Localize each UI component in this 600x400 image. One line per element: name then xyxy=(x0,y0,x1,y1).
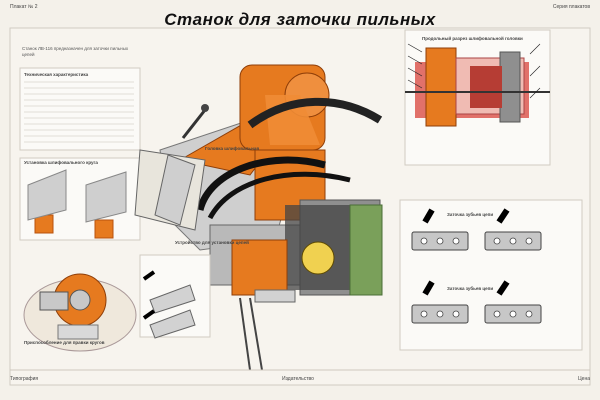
zone-right-b: Заточка зубьев цепи xyxy=(447,286,494,291)
callout-b: Устройство для установки цепей xyxy=(175,240,249,245)
zone-right-a: Заточка зубьев цепи xyxy=(447,212,494,217)
footer-center: Издательство xyxy=(282,376,314,382)
zone-top-right: Продольный разрез шлифовальной головки xyxy=(422,36,523,41)
zone-top-left: Техническая характеристика xyxy=(24,72,89,77)
intro-text: Станок ЛВ-116 предназначен для заточки п… xyxy=(22,46,129,57)
zone-bottom-left: Приспособление для правки кругов xyxy=(24,340,105,345)
header-left: Плакат № 2 xyxy=(10,4,38,10)
callout-a: Головка шлифовальная xyxy=(205,146,259,151)
zone-mid-left: Установка шлифовального круга xyxy=(24,160,98,165)
header-right: Серия плакатов xyxy=(552,4,590,10)
footer-right: Цена xyxy=(577,376,590,382)
footer-left: Типография xyxy=(10,376,39,382)
